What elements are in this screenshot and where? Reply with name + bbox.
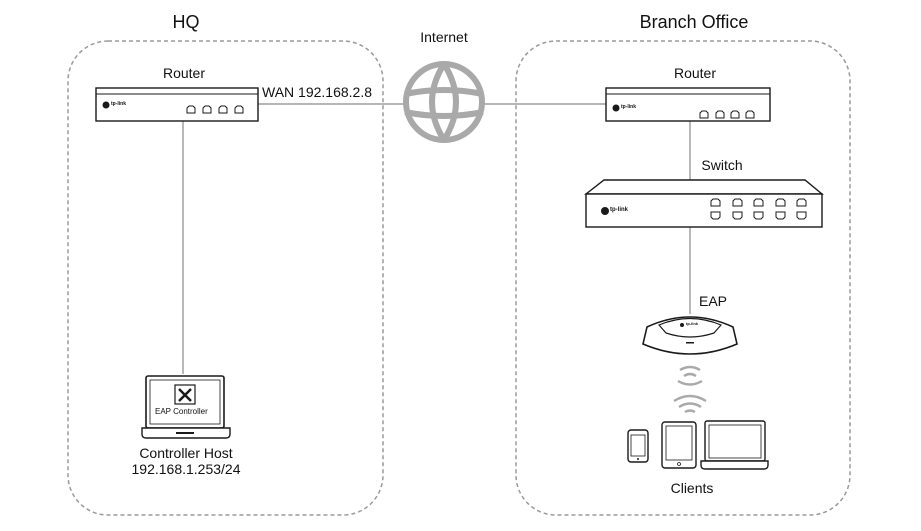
eap-controller-screen-label: EAP Controller <box>155 407 208 416</box>
branch-office-title: Branch Office <box>639 12 749 32</box>
switch-ports <box>710 198 807 220</box>
wan-address-label: WAN 192.168.2.8 <box>262 84 372 100</box>
eap-access-point-device <box>642 316 738 355</box>
switch-label: Switch <box>701 157 743 173</box>
client-devices <box>627 420 769 470</box>
branch-router-brand: tp-link <box>621 104 636 110</box>
wifi-signal-icon <box>673 394 707 414</box>
branch-router-device <box>605 87 771 122</box>
internet-globe-icon <box>403 61 485 143</box>
router-ports <box>699 110 755 119</box>
controller-host-ip: 192.168.1.253/24 <box>131 461 241 477</box>
hq-title: HQ <box>172 12 200 32</box>
tp-link-logo-icon <box>612 104 620 112</box>
switch-brand: tp-link <box>610 207 628 213</box>
hq-router-label: Router <box>162 65 206 81</box>
hq-zone <box>67 40 384 516</box>
hq-router-device <box>95 87 259 122</box>
tp-link-logo-icon <box>601 207 609 215</box>
controller-host-laptop <box>141 375 231 439</box>
branch-router-label: Router <box>673 65 717 81</box>
laptop-icon <box>700 420 769 470</box>
tp-link-logo-icon <box>680 323 684 327</box>
router-ports <box>186 105 244 114</box>
tablet-icon <box>661 421 697 469</box>
clients-label: Clients <box>670 480 714 496</box>
wifi-signal-icon <box>677 365 703 386</box>
eap-brand: tp-link <box>686 321 698 326</box>
links <box>182 103 691 374</box>
smartphone-icon <box>627 429 649 463</box>
internet-label: Internet <box>420 29 468 45</box>
eap-label: EAP <box>698 293 728 309</box>
tp-link-logo-icon <box>102 101 110 109</box>
branch-zone <box>515 40 851 516</box>
controller-host-label: Controller Host <box>139 445 233 461</box>
switch-device <box>583 179 824 228</box>
hq-router-brand: tp-link <box>111 101 126 107</box>
